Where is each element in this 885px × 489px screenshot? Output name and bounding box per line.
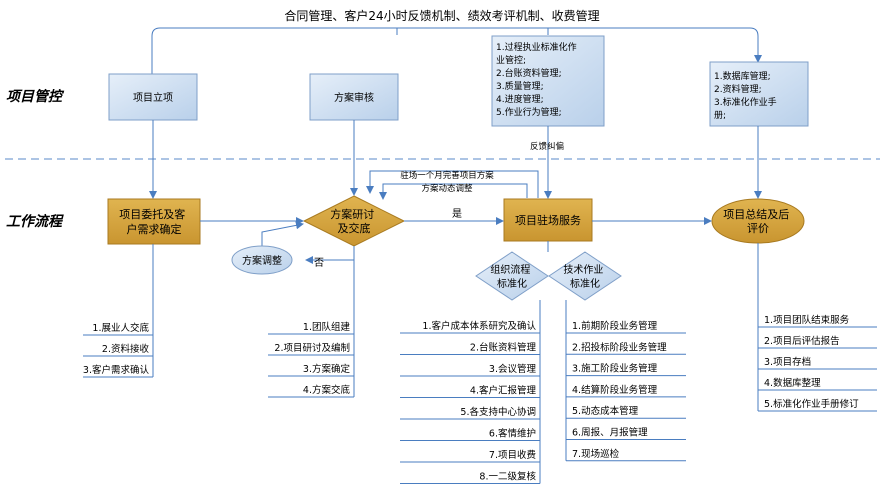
summary-label: 项目总结及后 评价 bbox=[723, 207, 793, 235]
org-list-item: 2.台账资料管理 bbox=[470, 342, 537, 354]
process-line: 1.过程执业标准化作 bbox=[496, 41, 577, 53]
yes-label: 是 bbox=[452, 208, 462, 220]
research-list-item: 2.项目研讨及编制 bbox=[274, 342, 350, 354]
archive-box bbox=[709, 61, 809, 127]
top-bracket bbox=[151, 27, 762, 74]
org-list-item: 7.项目收费 bbox=[489, 449, 536, 461]
org-std-diamond bbox=[475, 251, 549, 301]
tech-list-item: 1.前期阶段业务管理 bbox=[572, 320, 658, 332]
process-line: 5.作业行为管理; bbox=[496, 106, 562, 118]
research-label: 方案研讨 及交底 bbox=[330, 207, 378, 235]
research-list-item: 4.方案交底 bbox=[303, 384, 351, 396]
tech-std-line: 技术作业 bbox=[563, 263, 603, 276]
research-label-line: 方案研讨 bbox=[330, 207, 374, 221]
tech-list-item: 2.招投标阶段业务管理 bbox=[572, 341, 667, 353]
entrust-list-item: 3.客户需求确认 bbox=[83, 364, 150, 376]
main-flow-arrows bbox=[200, 217, 712, 264]
onsite-label: 项目驻场服务 bbox=[515, 213, 581, 227]
summary-list-item: 1.项目团队结束服务 bbox=[764, 314, 850, 326]
no-label: 否 bbox=[314, 257, 324, 269]
summary-list-item: 2.项目后评估报告 bbox=[764, 335, 840, 347]
org-std-line: 组织流程 bbox=[490, 263, 530, 276]
research-diamond bbox=[302, 195, 406, 247]
research-label-line: 及交底 bbox=[338, 221, 371, 235]
tech-std-diamond bbox=[548, 251, 622, 301]
process-line: 3.质量管理; bbox=[496, 80, 544, 92]
org-list-item: 8.一二级复核 bbox=[479, 471, 536, 483]
mgmt-links bbox=[149, 120, 762, 199]
archive-lines: 1.数据库管理; 2.资料管理; 3.标准化作业手 册; bbox=[714, 70, 777, 121]
archive-line: 2.资料管理; bbox=[714, 83, 762, 95]
detail-lists: 1.展业人交底 2.资料接收 3.客户需求确认 1.团队组建 2.项目研讨及编制 3.方案… bbox=[83, 243, 877, 484]
adjust-oval bbox=[231, 245, 293, 275]
entrust-list-item: 1.展业人交底 bbox=[92, 322, 149, 334]
process-line: 2.台账资料管理; bbox=[496, 67, 562, 79]
org-list-item: 5.各支持中心协调 bbox=[460, 406, 536, 418]
lane-label-management: 项目管控 bbox=[6, 88, 65, 105]
tech-std-label: 技术作业 标准化 bbox=[563, 263, 606, 290]
adjust-label: 方案调整 bbox=[242, 254, 282, 267]
lane-label-workflow: 工作流程 bbox=[6, 213, 64, 230]
entrust-list-item: 2.资料接收 bbox=[102, 343, 150, 355]
archive-line: 册; bbox=[714, 110, 726, 121]
summary-oval bbox=[711, 198, 805, 244]
initiation-label: 项目立项 bbox=[133, 91, 173, 104]
research-list-item: 3.方案确定 bbox=[303, 363, 351, 375]
summary-list-item: 3.项目存档 bbox=[764, 356, 811, 368]
tech-std-line: 标准化 bbox=[570, 277, 600, 290]
summary-label-line: 评价 bbox=[747, 222, 769, 235]
loop-label-monthly: 驻场一个月完善项目方案 bbox=[400, 170, 494, 181]
org-list-item: 3.会议管理 bbox=[489, 363, 537, 375]
tech-list-item: 3.施工阶段业务管理 bbox=[572, 363, 658, 375]
process-line: 4.进度管理; bbox=[496, 93, 544, 105]
top-banner: 合同管理、客户24小时反馈机制、绩效考评机制、收费管理 bbox=[284, 8, 599, 23]
feedback-label: 反馈纠偏 bbox=[530, 141, 564, 152]
initiation-box bbox=[108, 73, 198, 121]
summary-label-line: 项目总结及后 bbox=[723, 207, 789, 221]
tech-list-item: 4.结算阶段业务管理 bbox=[572, 384, 658, 396]
process-control-lines: 1.过程执业标准化作 业管控; 2.台账资料管理; 3.质量管理; 4.进度管理… bbox=[496, 41, 577, 118]
process-line: 业管控; bbox=[496, 54, 526, 66]
feedback-loops bbox=[366, 170, 539, 200]
loop-label-dynamic: 方案动态调整 bbox=[421, 183, 473, 194]
entrust-box bbox=[107, 198, 201, 245]
archive-line: 1.数据库管理; bbox=[714, 70, 771, 82]
org-std-line: 标准化 bbox=[497, 277, 527, 290]
archive-line: 3.标准化作业手 bbox=[714, 96, 777, 108]
entrust-label-line: 项目委托及客 bbox=[119, 207, 185, 221]
process-control-box bbox=[491, 35, 605, 127]
summary-list-item: 5.标准化作业手册修订 bbox=[764, 398, 859, 410]
org-list-item: 4.客户汇报管理 bbox=[470, 385, 537, 397]
research-list-item: 1.团队组建 bbox=[303, 321, 351, 333]
tech-list-item: 7.现场巡检 bbox=[572, 448, 620, 460]
plan-review-label: 方案审核 bbox=[334, 91, 374, 104]
tech-list-item: 5.动态成本管理 bbox=[572, 405, 639, 417]
org-list-item: 6.客情维护 bbox=[489, 428, 536, 440]
org-list-item: 1.客户成本体系研究及确认 bbox=[422, 320, 536, 332]
org-std-label: 组织流程 标准化 bbox=[490, 263, 533, 290]
summary-list-item: 4.数据库整理 bbox=[764, 377, 821, 389]
tech-list-item: 6.周报、月报管理 bbox=[572, 427, 648, 439]
entrust-label: 项目委托及客 户需求确定 bbox=[119, 207, 189, 236]
entrust-label-line: 户需求确定 bbox=[127, 222, 182, 236]
